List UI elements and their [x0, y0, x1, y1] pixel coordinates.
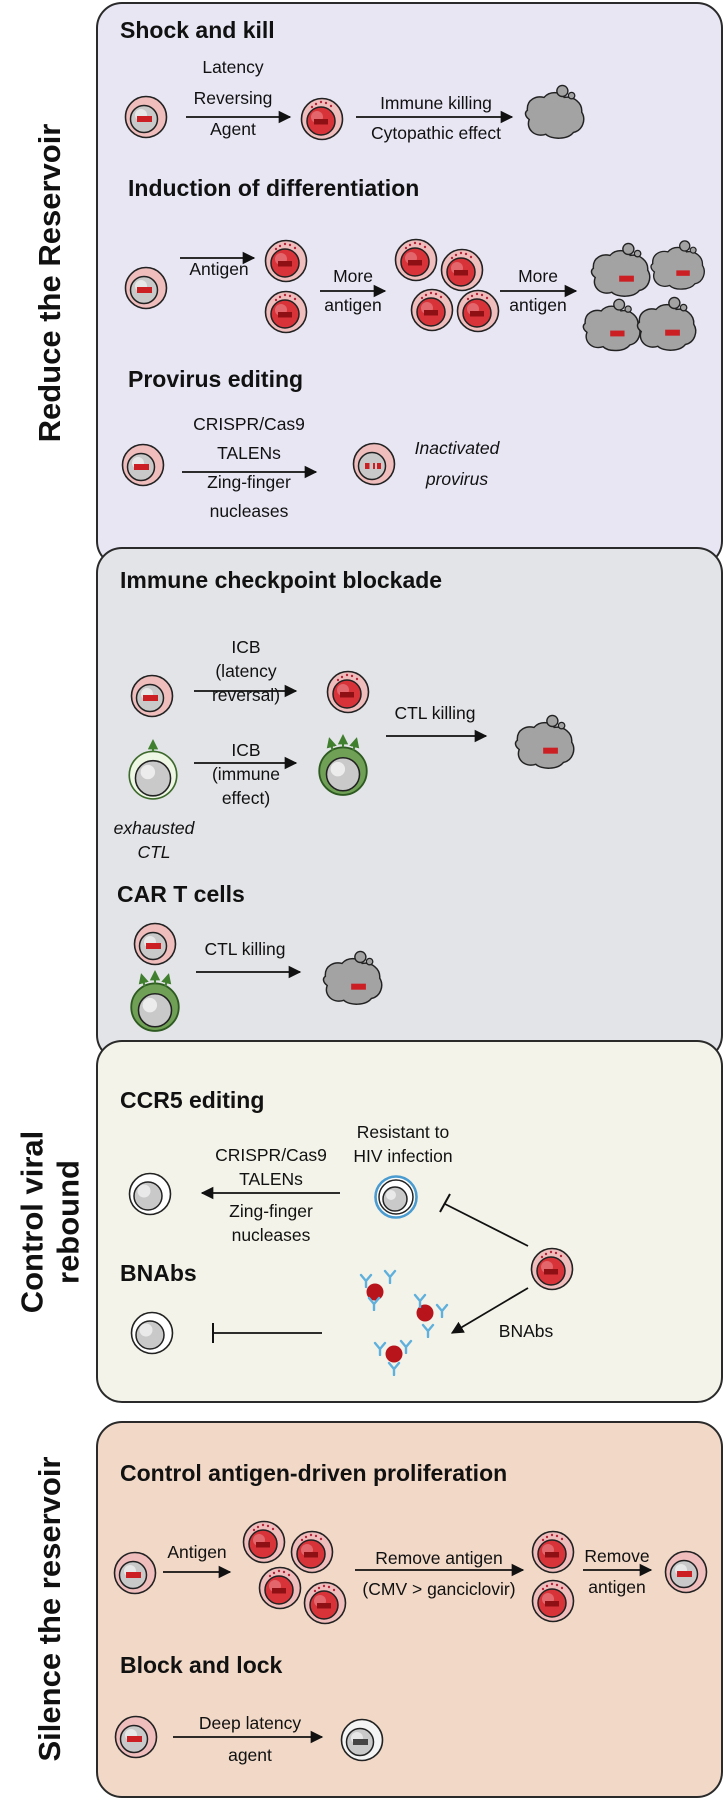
- reactivated-cell: [326, 670, 370, 714]
- panel-silence-reservoir: [96, 1421, 723, 1798]
- uninfected-cell: [128, 1172, 172, 1216]
- label-bnabs: BNAbs: [498, 1321, 554, 1341]
- expanded-cell: [242, 1520, 286, 1564]
- activated-ctl-cell: [319, 736, 366, 795]
- panel-immune-checkpoint: [96, 547, 723, 1061]
- expanded-cell: [264, 239, 308, 283]
- label-remove-antigen: Remove antigen(CMV > ganciclovir): [362, 1548, 516, 1599]
- dead-cell: [322, 950, 383, 1005]
- label-antigen: Antigen: [167, 1542, 227, 1562]
- latent-cell: [133, 922, 177, 966]
- expanded-cell: [410, 288, 454, 332]
- inhibition-line: [444, 1203, 529, 1247]
- heading-block-and-lock: Block and lock: [120, 1652, 283, 1678]
- exhausted-ctl-cell: [129, 741, 176, 799]
- latent-cell: [130, 674, 174, 718]
- heading-provirus-editing: Provirus editing: [128, 366, 304, 392]
- uninfected-cell: [130, 1311, 174, 1355]
- heading-shock-and-kill: Shock and kill: [120, 17, 275, 43]
- infected-cell: [530, 1247, 574, 1291]
- expanded-cell: [531, 1579, 575, 1623]
- latent-cell: [124, 266, 168, 310]
- expanded-cell: [258, 1566, 302, 1610]
- latent-cell: [113, 1551, 157, 1595]
- label-immune-killing: Immune killing Cytopathic effect: [370, 93, 502, 143]
- dead-cell: [590, 242, 651, 297]
- latent-cell: [114, 1715, 158, 1759]
- expanded-cell: [303, 1581, 347, 1625]
- panel-control-viral-rebound: [96, 1040, 723, 1403]
- dead-cell: [636, 296, 697, 351]
- heading-car-t: CAR T cells: [117, 881, 245, 907]
- heading-bnabs: BNAbs: [120, 1260, 197, 1286]
- latent-cell: [121, 443, 165, 487]
- virion-cluster: [359, 1269, 449, 1376]
- heading-ccr5: CCR5 editing: [120, 1087, 265, 1113]
- label-ctl-killing: CTL killing: [394, 703, 476, 723]
- expanded-cell: [394, 238, 438, 282]
- label-antigen: Antigen: [189, 259, 249, 279]
- dead-cell: [514, 714, 575, 769]
- expanded-cell: [456, 289, 500, 333]
- latent-cell: [664, 1550, 708, 1594]
- heading-induction: Induction of differentiation: [128, 175, 420, 201]
- expanded-cell: [290, 1530, 334, 1574]
- resistant-cell: [374, 1175, 418, 1219]
- edited-cell: [352, 442, 396, 486]
- reactivated-cell: [300, 97, 344, 141]
- expanded-cell: [531, 1530, 575, 1574]
- silenced-cell: [340, 1718, 384, 1762]
- dead-cell: [650, 240, 705, 290]
- dead-cell: [524, 84, 585, 139]
- heading-icb: Immune checkpoint blockade: [120, 567, 443, 593]
- latent-cell: [124, 95, 168, 139]
- expanded-cell: [440, 248, 484, 292]
- label-ctl-killing: CTL killing: [204, 939, 286, 959]
- arrow: [450, 1287, 529, 1334]
- car-t-cell: [131, 972, 178, 1031]
- expanded-cell: [264, 290, 308, 334]
- heading-antigen-proliferation: Control antigen-driven proliferation: [120, 1460, 508, 1486]
- dead-cell: [582, 298, 641, 352]
- inhibition-bar: [439, 1193, 451, 1213]
